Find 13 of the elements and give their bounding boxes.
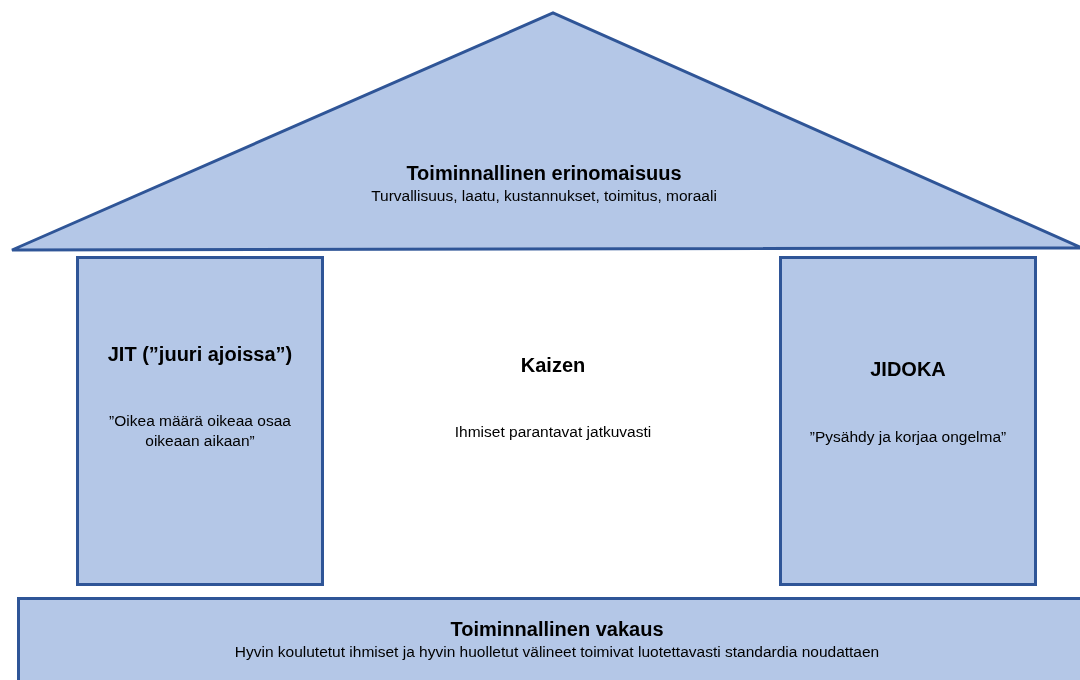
description-text: Hyvin koulutetut ihmiset ja hyvin huolletut välineet toimivat luotettavasti standardia noudattaen [234,642,880,662]
foundation-band [17,597,1080,680]
description-text: ”Oikea määrä oikeaa osaa oikeaan aikaan” [108,411,292,451]
description-text: ”Pysähdy ja korjaa ongelma” [809,427,1007,447]
heading: JIDOKA [870,357,946,382]
pillar-box [76,256,324,586]
heading: Toiminnallinen vakaus [450,617,664,642]
description-text: Ihmiset parantavat jatkuvasti [454,422,652,442]
heading: Toiminnallinen erinomaisuus [406,161,682,186]
description-text: Turvallisuus, laatu, kustannukset, toimitus, moraali [371,186,717,206]
heading: JIT (”juuri ajoissa”) [107,342,293,367]
pillar-box [779,256,1037,586]
heading: Kaizen [520,353,586,378]
